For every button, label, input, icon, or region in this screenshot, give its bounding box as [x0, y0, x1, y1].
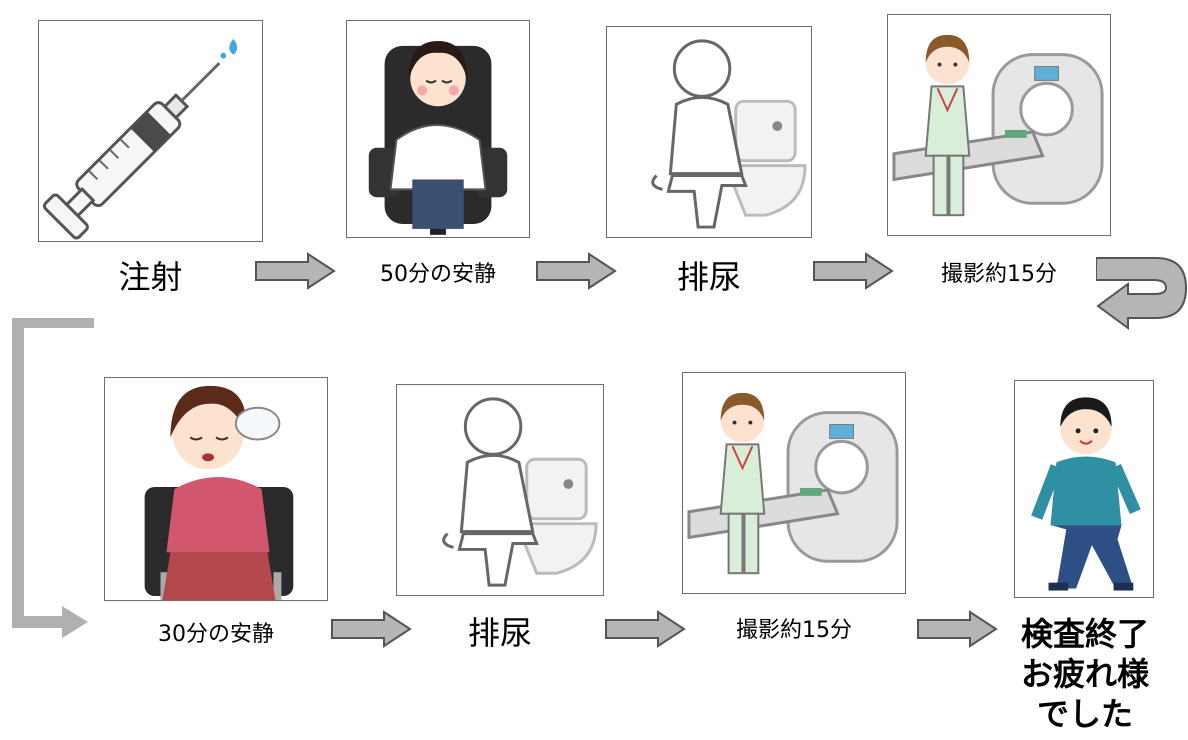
u-turn-arrow	[1096, 248, 1188, 348]
step-label-rest50: 50分の安静	[380, 262, 496, 287]
flow-arrow-4	[330, 610, 412, 648]
step-label-injection: 注射	[118, 258, 183, 296]
toilet-person-icon	[651, 39, 807, 229]
syringe-image-box	[38, 20, 263, 242]
ct-scan-image-box-2	[682, 372, 906, 594]
walking-man-icon	[1031, 397, 1141, 591]
row-connector-bracket	[10, 318, 110, 650]
toilet-image-box-1	[606, 26, 812, 238]
resting-woman-image-box	[346, 20, 530, 238]
step-label-scan-2: 撮影約15分	[736, 618, 852, 643]
step-label-urination-2: 排尿	[467, 614, 532, 652]
ct-scanner-nurse-icon	[892, 34, 1104, 217]
flow-arrow-3	[812, 252, 894, 290]
toilet-person-icon	[442, 397, 598, 587]
sleeping-woman-icon	[144, 385, 294, 600]
syringe-icon	[42, 38, 238, 240]
flow-arrow-1	[254, 252, 336, 290]
step-label-urination-1: 排尿	[676, 258, 741, 296]
flow-arrow-2	[535, 252, 617, 290]
final-message: 検査終了 お疲れ様 でした	[990, 614, 1180, 734]
step-label-rest30: 30分の安静	[158, 622, 274, 647]
ct-scanner-nurse-icon	[687, 392, 899, 575]
sleeping-woman-image-box	[104, 377, 328, 601]
toilet-image-box-2	[396, 384, 604, 596]
final-line-1: 検査終了	[1020, 615, 1149, 653]
ct-scan-image-box-1	[887, 14, 1111, 236]
final-line-2: お疲れ様	[1020, 655, 1149, 693]
final-line-3: でした	[1036, 695, 1133, 733]
resting-woman-icon	[368, 40, 508, 235]
flow-arrow-6	[916, 610, 998, 648]
flow-arrow-5	[604, 610, 686, 648]
walking-man-image-box	[1014, 380, 1154, 598]
step-label-scan-1: 撮影約15分	[941, 262, 1057, 287]
